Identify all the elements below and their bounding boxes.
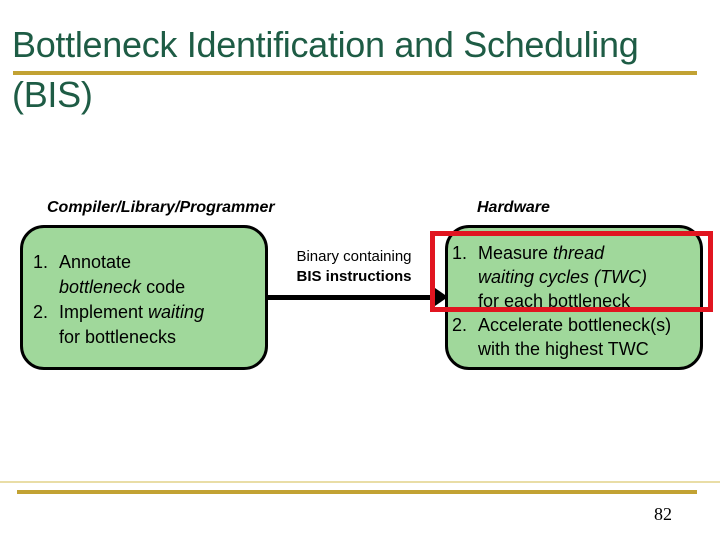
step-text-italic: waiting bbox=[148, 302, 205, 322]
step-text-part: Implement bbox=[59, 302, 149, 322]
page-number: 82 bbox=[654, 504, 672, 524]
binary-arrow-head-icon bbox=[435, 288, 448, 306]
binary-arrow-line bbox=[267, 295, 437, 300]
step-text-part: Measure bbox=[478, 243, 554, 263]
compiler-steps-text: 1. Annotate bottleneck code 2. Implement… bbox=[33, 250, 253, 350]
title-underline-rule bbox=[13, 71, 697, 75]
step-text: Accelerate bottleneck(s) bbox=[478, 315, 672, 335]
footer-thick-rule bbox=[17, 490, 697, 494]
step-text-italic: bottleneck bbox=[59, 277, 142, 297]
arrow-label-line2: BIS instructions bbox=[296, 268, 412, 285]
hardware-steps-box bbox=[445, 225, 703, 370]
step-number: 1. bbox=[452, 243, 468, 263]
highlight-rectangle bbox=[430, 231, 713, 312]
step-text: Measure thread bbox=[478, 241, 604, 265]
hardware-step-2: 2. Accelerate bottleneck(s) bbox=[452, 313, 702, 337]
hardware-step-1-cont3: for each bottleneck bbox=[478, 291, 631, 311]
arrow-label-line1: Binary containing bbox=[296, 248, 412, 265]
compiler-step-1: 1. Annotate bbox=[33, 250, 253, 275]
section-label-compiler: Compiler/Library/Programmer bbox=[47, 199, 275, 216]
step-text-italic: thread bbox=[553, 243, 605, 263]
compiler-step-2: 2. Implement waiting bbox=[33, 300, 253, 325]
slide-title: Bottleneck Identification and Scheduling… bbox=[12, 20, 714, 120]
section-label-hardware: Hardware bbox=[477, 199, 550, 216]
step-text: code bbox=[141, 277, 186, 297]
step-text: Implement waiting bbox=[59, 300, 204, 325]
compiler-steps-box bbox=[20, 225, 268, 370]
hardware-step-1: 1. Measure thread bbox=[452, 241, 702, 265]
slide-title-line2: (BIS) bbox=[12, 74, 93, 115]
step-number: 2. bbox=[452, 315, 468, 335]
step-number: 2. bbox=[33, 302, 49, 322]
compiler-step-1-cont: bottleneck code bbox=[33, 275, 253, 300]
compiler-step-2-cont: for bottlenecks bbox=[59, 327, 177, 347]
hardware-step-2-cont: with the highest TWC bbox=[478, 339, 649, 359]
step-number: 1. bbox=[33, 252, 49, 272]
step-text: Annotate bbox=[59, 252, 132, 272]
footer-thin-rule bbox=[0, 481, 720, 483]
hardware-step-1-cont2: waiting cycles (TWC) bbox=[478, 267, 648, 287]
arrow-label: Binary containing BIS instructions bbox=[278, 247, 430, 287]
slide-title-line1: Bottleneck Identification and Scheduling bbox=[12, 24, 639, 65]
hardware-steps-text: 1. Measure thread waiting cycles (TWC) f… bbox=[452, 241, 702, 361]
